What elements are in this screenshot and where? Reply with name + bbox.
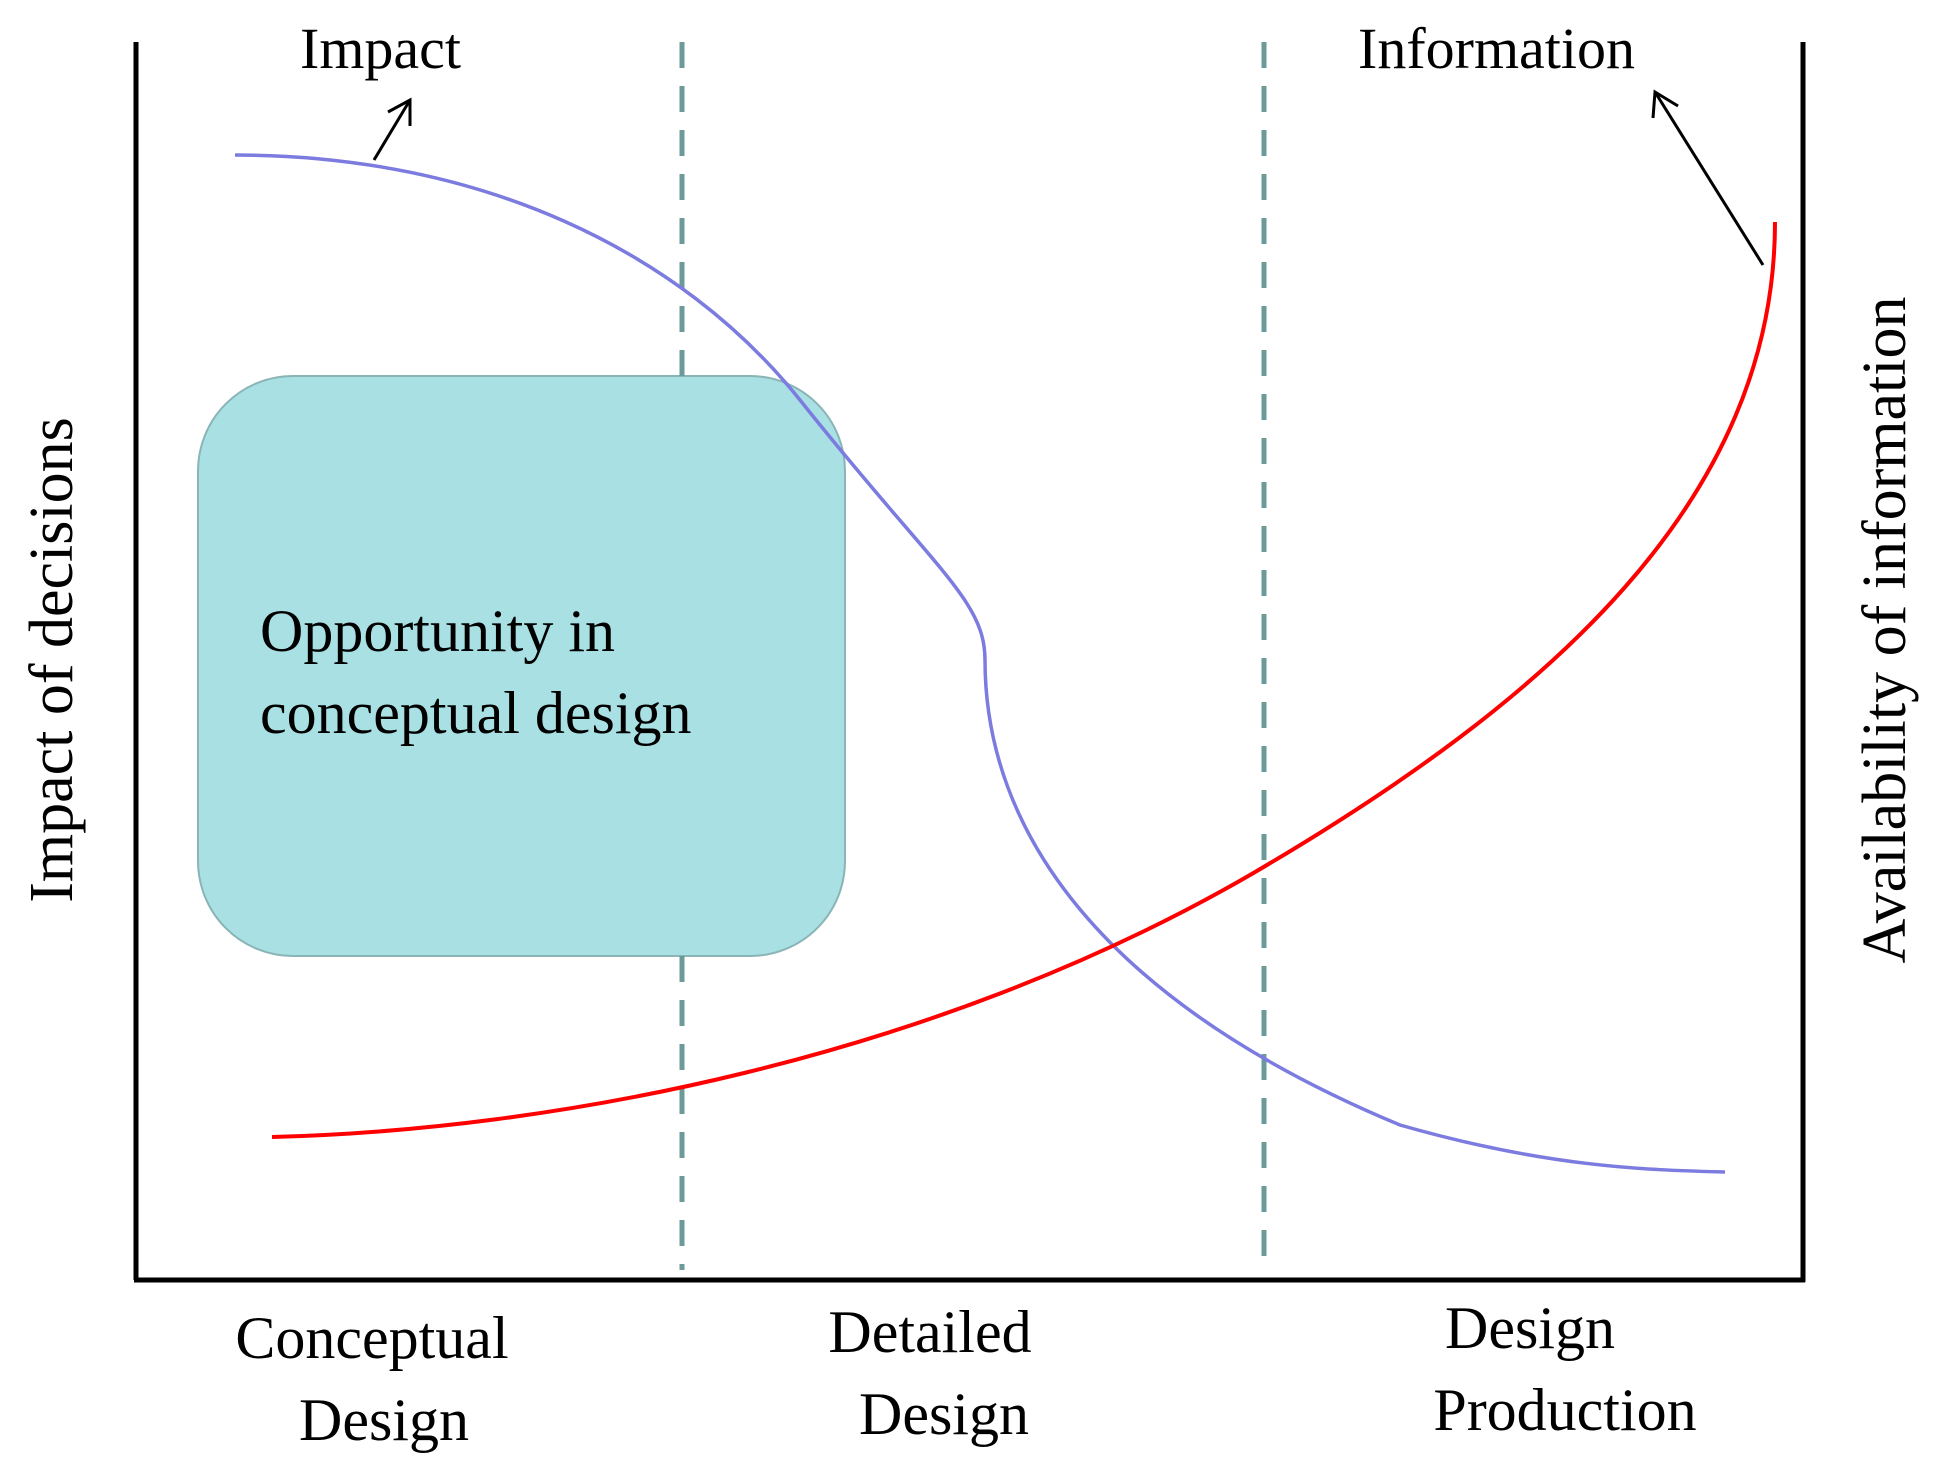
phase-label-detailed-line1: Detailed [828, 1299, 1031, 1365]
information-curve [271, 221, 1777, 1139]
information-arrowhead-icon [1651, 89, 1679, 119]
opportunity-box [197, 375, 846, 957]
impact-curve [234, 153, 1726, 1174]
opportunity-box-line1: Opportunity in [260, 598, 615, 664]
opportunity-box-text: Opportunity in conceptual design [260, 590, 820, 754]
right-axis-title: Availability of information [1851, 297, 1919, 964]
impact-arrowhead-icon [387, 97, 412, 126]
phase-label-production-line2: Production [1433, 1377, 1696, 1443]
impact-label: Impact [300, 16, 461, 81]
phase-label-conceptual-line1: Conceptual [235, 1305, 508, 1371]
left-axis-title: Impact of decisions [18, 417, 86, 903]
phase-label-conceptual-line2: Design [299, 1387, 469, 1453]
phase-label-production-line1: Design [1445, 1295, 1615, 1361]
information-pointer-line [1653, 91, 1765, 266]
information-label: Information [1358, 16, 1635, 81]
opportunity-box-line2: conceptual design [260, 680, 692, 746]
impact-pointer-line [372, 99, 412, 161]
phase-label-detailed-line2: Design [859, 1381, 1029, 1447]
